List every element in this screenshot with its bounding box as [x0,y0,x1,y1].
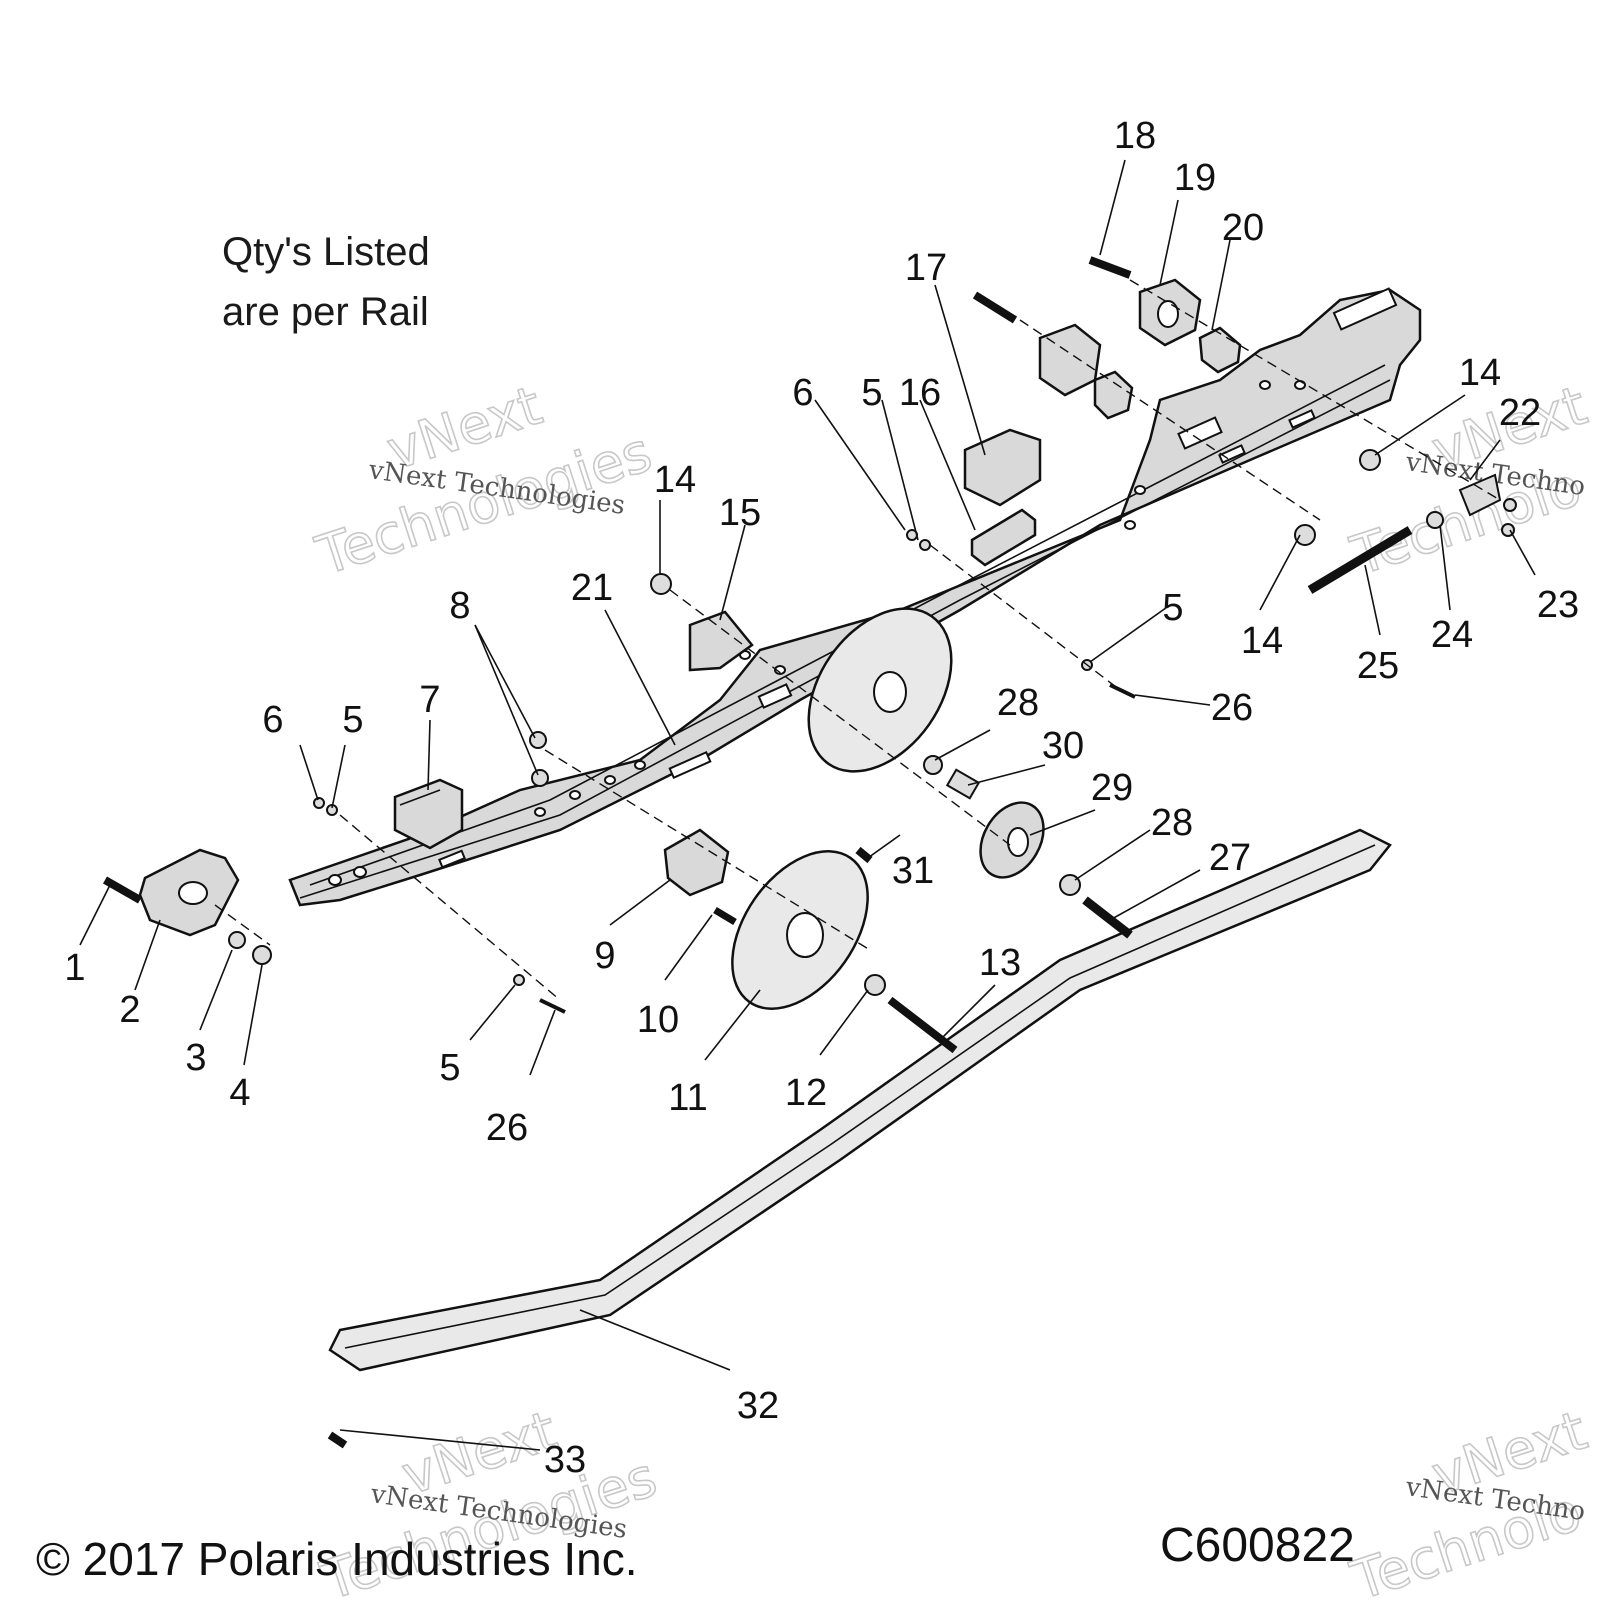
wheel-11 [731,850,869,1010]
note-line-1: Qty's Listed [222,230,430,274]
callout-29: 29 [1091,767,1133,809]
callout-3: 3 [185,1037,206,1079]
block-7 [393,778,464,850]
callout-19: 19 [1174,157,1216,199]
assembly-lines [214,279,1501,1001]
leader-lines [79,159,1536,1451]
callout-5c: 5 [861,372,882,414]
callout-14c: 14 [1241,620,1283,662]
callout-27: 27 [1209,837,1251,879]
callout-15: 15 [719,492,761,534]
quantity-note: Qty's Listed are per Rail [222,222,430,342]
callout-32: 32 [737,1385,779,1427]
callout-13: 13 [979,942,1021,984]
callout-1: 1 [64,947,85,989]
callout-14b: 14 [1459,352,1501,394]
callout-33: 33 [544,1439,586,1481]
callouts: 1 2 3 4 5 5 5 5 6 6 7 8 9 10 11 12 13 14… [64,115,1579,1481]
watermark-4: vNext Technolo vNext Techno [1343,1398,1595,1605]
watermark-1: vNext Technologies vNext Technologies [308,373,660,589]
callout-21: 21 [571,567,613,609]
bolts [103,256,1413,1449]
callout-24: 24 [1431,614,1473,656]
copyright-text: © 2017 Polaris Industries Inc. [36,1533,638,1585]
callout-5b: 5 [439,1047,460,1089]
callout-5d: 5 [1162,587,1183,629]
callout-28a: 28 [997,682,1039,724]
callout-31: 31 [892,850,934,892]
callout-8: 8 [449,585,470,627]
callout-17: 17 [905,247,947,289]
callout-9: 9 [594,935,615,977]
callout-22: 22 [1499,392,1541,434]
block-2 [138,848,240,937]
callout-6b: 6 [792,372,813,414]
pulley-29 [979,801,1045,879]
callout-5a: 5 [342,699,363,741]
callout-12: 12 [785,1072,827,1114]
callout-11: 11 [668,1077,707,1119]
callout-28b: 28 [1151,802,1193,844]
callout-6a: 6 [262,699,283,741]
callout-26b: 26 [1211,687,1253,729]
note-line-2: are per Rail [222,290,429,334]
part-9 [663,828,730,897]
callout-20: 20 [1222,207,1264,249]
callout-4: 4 [229,1072,250,1114]
block-17 [963,428,1042,507]
callout-18: 18 [1114,115,1156,157]
part-16 [970,508,1037,567]
callout-16: 16 [899,372,941,414]
wheel-upper [807,607,953,773]
callout-26a: 26 [486,1107,528,1149]
figure-code: C600822 [1160,1519,1355,1572]
callout-10: 10 [637,999,679,1041]
callout-30: 30 [1042,725,1084,767]
callout-23: 23 [1537,584,1579,626]
callout-7: 7 [419,679,440,721]
bracket-15 [688,610,754,672]
slide-32 [328,828,1392,1372]
callout-14a: 14 [654,459,696,501]
small-hardware [228,449,1517,996]
callout-2: 2 [119,989,140,1031]
callout-25: 25 [1357,645,1399,687]
